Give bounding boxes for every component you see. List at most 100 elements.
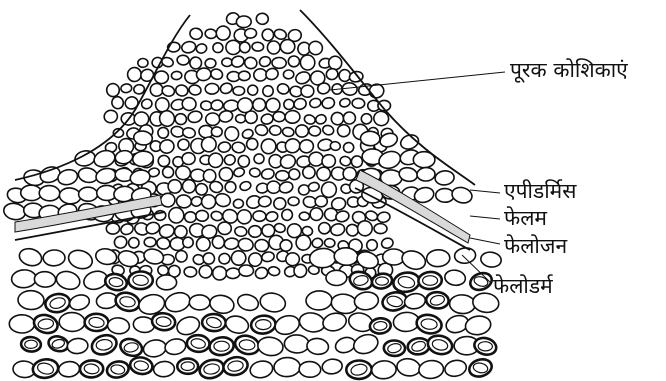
complementary-cell xyxy=(211,127,222,137)
complementary-cell xyxy=(245,111,258,124)
complementary-cell xyxy=(283,70,294,79)
complementary-cell xyxy=(196,237,210,251)
phelloderm-cell xyxy=(107,317,130,335)
phelloderm-cell xyxy=(142,247,165,266)
complementary-cell xyxy=(209,68,223,81)
complementary-cell xyxy=(280,240,292,252)
phelloderm-cell xyxy=(399,248,428,273)
complementary-cell xyxy=(236,16,251,28)
phelloderm-cell xyxy=(403,292,426,310)
thick-walled-cell xyxy=(84,314,108,332)
thick-walled-cell xyxy=(426,333,454,356)
complementary-cell xyxy=(156,237,171,250)
complementary-cell xyxy=(198,264,213,279)
complementary-cell xyxy=(273,28,288,41)
complementary-cell xyxy=(276,171,290,181)
phelloderm-cell xyxy=(321,358,343,375)
complementary-cell xyxy=(120,83,132,93)
phelloderm-cell xyxy=(249,359,274,380)
thick-walled-cell xyxy=(467,357,494,380)
label-phellogen: फेलोजन xyxy=(504,236,567,257)
complementary-cell xyxy=(285,110,301,124)
complementary-cell xyxy=(254,69,267,81)
thick-walled-cell xyxy=(407,337,431,355)
complementary-cell xyxy=(300,54,316,70)
complementary-cell xyxy=(210,210,223,222)
thick-walled-cell xyxy=(186,335,209,353)
complementary-cell xyxy=(177,138,191,151)
complementary-cell xyxy=(318,222,331,234)
complementary-cell xyxy=(243,56,258,70)
complementary-cell xyxy=(253,98,266,111)
complementary-cell xyxy=(279,153,298,170)
complementary-cell xyxy=(324,238,335,248)
complementary-cell xyxy=(234,226,247,237)
complementary-cell xyxy=(214,24,232,42)
thick-walled-cell xyxy=(151,312,176,332)
leader-epidermis xyxy=(470,190,500,193)
complementary-cell xyxy=(224,237,240,250)
complementary-cell xyxy=(321,96,336,110)
complementary-cell xyxy=(182,127,196,139)
thick-walled-cell xyxy=(129,356,154,376)
complementary-cell xyxy=(204,28,217,39)
epidermal-cell xyxy=(360,131,380,146)
complementary-cell xyxy=(330,111,345,126)
phelloderm-cell xyxy=(18,290,45,310)
phelloderm-cell xyxy=(17,246,43,268)
complementary-cell xyxy=(253,211,266,222)
complementary-cell xyxy=(106,223,120,234)
complementary-cell xyxy=(308,126,321,137)
complementary-cell xyxy=(113,235,127,249)
thick-walled-cell xyxy=(80,360,104,378)
phelloderm-cell xyxy=(257,336,285,358)
complementary-cell xyxy=(127,67,142,82)
complementary-cell xyxy=(248,226,261,238)
complementary-cell xyxy=(303,114,316,126)
complementary-cell xyxy=(189,27,204,41)
complementary-cell xyxy=(278,180,294,194)
phelloderm-cell xyxy=(11,269,36,288)
complementary-cell xyxy=(254,266,269,281)
thick-walled-cell xyxy=(197,357,225,381)
complementary-cell xyxy=(158,127,169,138)
complementary-cell xyxy=(182,179,196,193)
leader-phellogen xyxy=(470,238,500,244)
thick-walled-cell xyxy=(415,312,444,335)
phelloderm-cell xyxy=(164,337,188,356)
phelloderm-cell xyxy=(274,357,301,377)
thick-walled-cell xyxy=(128,271,153,289)
phelloderm-cell xyxy=(59,312,85,331)
complementary-cell xyxy=(254,123,269,137)
complementary-cell xyxy=(322,124,335,136)
complementary-cell xyxy=(249,167,261,177)
complementary-cell xyxy=(195,43,207,54)
complementary-cell xyxy=(181,96,197,111)
epidermal-cell xyxy=(434,170,454,186)
complementary-cell xyxy=(175,84,190,98)
complementary-cell xyxy=(210,99,223,111)
complementary-cell xyxy=(268,266,281,276)
complementary-cell xyxy=(244,28,256,38)
thick-walled-cell xyxy=(369,317,391,334)
complementary-cell xyxy=(329,222,345,237)
leader-phellem xyxy=(470,216,500,219)
complementary-cell xyxy=(196,210,209,221)
thick-walled-cell xyxy=(32,312,60,335)
complementary-cell xyxy=(181,40,197,54)
complementary-cell xyxy=(206,113,220,126)
complementary-cell xyxy=(238,41,251,54)
phelloderm-cell xyxy=(67,337,89,354)
phelloderm-cell xyxy=(480,251,502,269)
complementary-cell xyxy=(128,237,139,248)
complementary-cell xyxy=(239,180,252,191)
complementary-cell xyxy=(231,141,246,154)
complementary-cell xyxy=(343,142,355,154)
complementary-cell xyxy=(213,43,223,53)
complementary-cell xyxy=(237,237,254,252)
complementary-cell xyxy=(258,55,272,68)
complementary-cell xyxy=(261,27,276,42)
thick-walled-cell xyxy=(208,336,234,357)
thick-walled-cell xyxy=(250,315,276,335)
